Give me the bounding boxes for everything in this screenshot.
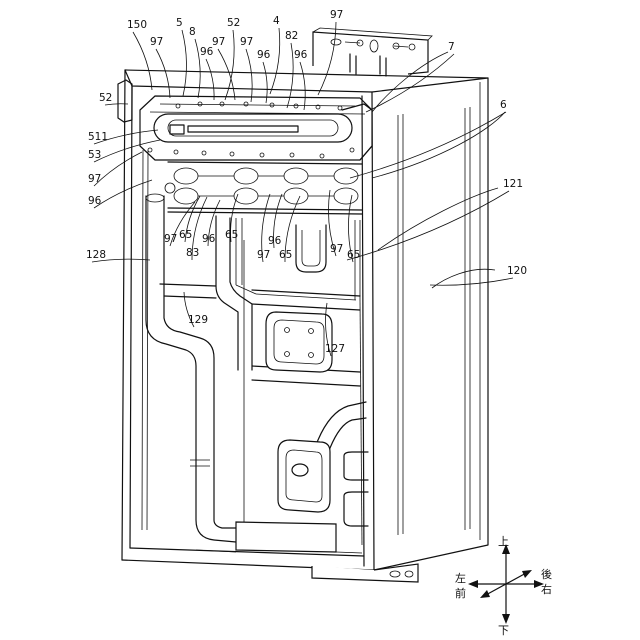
leader-lines [372,52,505,288]
ref-label-96-c: 96 [294,49,308,61]
leader-97-a [156,49,170,98]
ref-label-97-b: 97 [212,36,225,48]
lower-fittings [196,402,368,553]
ref-label-128: 128 [86,249,106,261]
ref-label-65-m3: 65 [279,249,292,261]
ref-label-511: 511 [88,131,108,143]
leader-4 [270,28,280,94]
direction-indicator: 上 下 左 前 後 右 [455,535,552,637]
leader-6 [350,112,506,178]
leader-5 [182,30,186,96]
leader-121 [347,191,509,260]
ref-label-8: 8 [189,26,196,38]
leader-120 [430,278,513,285]
ref-label-96-m2: 96 [268,235,282,247]
ref-label-96-m1: 96 [202,233,216,245]
leader-82 [287,43,293,108]
ref-label-97-top: 97 [330,9,343,21]
leader-97-c [246,49,252,102]
ref-label-52-left: 52 [99,92,112,104]
ref-label-83: 83 [186,247,199,259]
dir-left: 左 [455,572,466,585]
leader-96-a [206,59,214,100]
top-mounting-bracket [313,28,432,76]
ref-label-53: 53 [88,149,101,161]
ref-label-82: 82 [285,30,298,42]
ref-label-121: 121 [503,178,523,190]
dir-front: 前 [455,586,466,600]
ref-label-65-m2: 65 [225,229,238,241]
ref-label-97-m1: 97 [164,233,177,245]
ref-label-97-left: 97 [88,173,101,185]
ref-label-6: 6 [500,99,507,111]
ref-label-5: 5 [176,17,183,29]
ref-label-150: 150 [127,19,147,31]
leader-96-c [300,62,305,110]
dir-right: 右 [541,582,552,596]
ref-label-120: 120 [507,265,527,277]
ref-label-129: 129 [188,314,208,326]
ref-label-97-c: 97 [240,36,253,48]
ref-label-96-b: 96 [257,49,271,61]
ref-label-97-a: 97 [150,36,163,48]
dir-down: 下 [498,624,509,637]
burner-housing [140,96,372,160]
bottom-mounting-bracket [312,564,418,582]
leader-53 [94,140,160,162]
ref-label-52-top: 52 [227,17,240,29]
ref-label-4: 4 [273,15,280,27]
ref-label-65-m4: 65 [347,249,360,261]
leader-97-b [218,49,235,100]
reference-labels: 150 58 52 4 97 7 97 96 97 97 96 82 96 52 511 53 6 97 96 121… [86,9,527,356]
dir-rear: 後 [541,567,552,581]
ref-label-97-m2: 97 [257,249,270,261]
dir-up: 上 [498,535,509,548]
ref-label-97-m3: 97 [330,243,343,255]
ref-label-127: 127 [325,343,345,355]
ref-label-65-m1: 65 [179,229,192,241]
ref-label-7: 7 [448,41,455,53]
ref-label-96-left: 96 [88,195,102,207]
